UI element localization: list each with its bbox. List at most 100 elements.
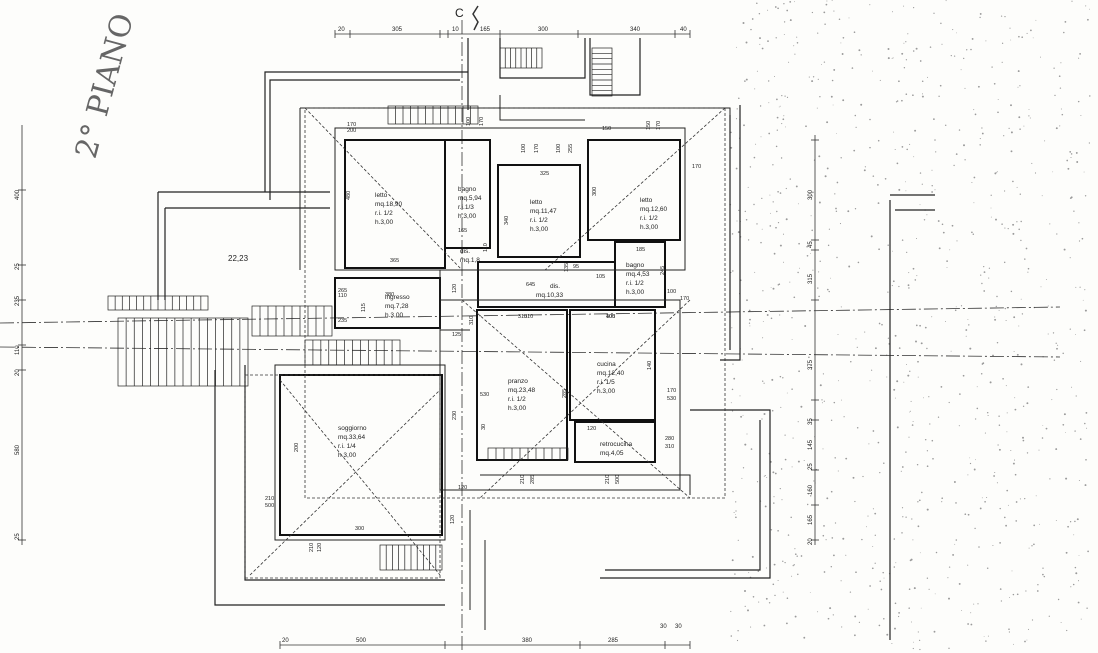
speckle-dot [867,608,869,610]
speckle-dot [750,28,752,31]
speckle-dot [768,102,770,104]
svg-text:mq.33,64: mq.33,64 [338,434,365,441]
speckle-dot [794,1,795,3]
speckle-dot [731,388,734,391]
speckle-dot [1013,316,1016,319]
speckle-dot [1013,459,1016,461]
speckle-dot [750,448,753,450]
speckle-dot [785,622,788,625]
speckle-dot [824,175,827,178]
speckle-dot [734,573,736,575]
speckle-dot [1057,344,1059,346]
speckle-dot [1052,332,1055,334]
speckle-dot [828,228,830,230]
speckle-dot [789,281,791,283]
speckle-dot [903,42,905,44]
speckle-dot [762,337,764,339]
speckle-dot [737,539,739,541]
speckle-dot [841,399,842,401]
speckle-dot [896,162,899,165]
speckle-dot [1006,489,1009,492]
speckle-dot [752,596,755,598]
speckle-dot [998,415,1000,417]
inner-dim-label: 265 [338,288,347,294]
speckle-dot [869,4,871,6]
speckle-dot [761,47,764,50]
speckle-dot [916,463,919,466]
speckle-dot [737,231,740,234]
speckle-dot [826,497,829,500]
speckle-dot [773,75,776,78]
inner-dim-label: 105 [596,274,605,280]
speckle-dot [1069,197,1072,199]
speckle-dot [967,564,969,566]
svg-text:r.i. 1/2: r.i. 1/2 [530,217,548,224]
speckle-dot [881,323,883,326]
speckle-dot [891,250,893,252]
speckle-dot [998,309,1000,311]
dim-left-3: 235 [15,295,21,306]
inner-dim-label: 280 [665,436,674,442]
inner-dim-label: 140 [647,361,653,370]
speckle-dot [901,146,904,148]
speckle-dot [849,591,852,593]
speckle-dot [924,326,927,329]
speckle-dot [872,430,875,432]
speckle-dot [749,318,751,321]
speckle-dot [1055,448,1058,451]
speckle-dot [905,41,907,43]
speckle-dot [972,233,975,236]
speckle-dot [1081,237,1084,240]
speckle-dot [955,539,958,541]
speckle-dot [766,477,768,479]
speckle-dot [935,551,938,554]
speckle-dot [872,508,874,510]
speckle-dot [771,409,774,412]
speckle-dot [984,432,986,434]
speckle-dot [912,539,914,541]
speckle-dot [887,337,890,339]
speckle-dot [748,572,750,574]
speckle-dot [997,444,999,446]
speckle-dot [937,220,940,222]
speckle-dot [1060,108,1062,110]
speckle-dot [839,223,842,225]
speckle-dot [1069,328,1071,330]
speckle-dot [996,295,998,298]
speckle-dot [905,181,907,183]
speckle-dot [874,562,876,564]
speckle-dot [987,414,989,417]
speckle-dot [955,306,957,308]
speckle-dot [827,244,830,247]
speckle-dot [1079,53,1081,55]
speckle-dot [887,48,890,50]
speckle-dot [894,334,897,337]
speckle-dot [1014,473,1017,476]
speckle-dot [878,624,881,627]
speckle-dot [923,397,925,399]
speckle-dot [901,239,904,241]
svg-text:r.i.1/3: r.i.1/3 [458,204,474,211]
speckle-dot [1078,555,1080,556]
speckle-dot [913,7,915,9]
speckle-dot [921,491,923,494]
inner-dim-label: 210 [520,475,526,484]
speckle-dot [971,231,973,234]
speckle-dot [1040,56,1041,58]
speckle-dot [761,197,763,200]
speckle-dot [845,554,847,556]
speckle-dot [1078,57,1080,59]
speckle-dot [1056,388,1058,391]
speckle-dot [1083,171,1085,173]
speckle-dot [983,636,985,637]
terrace-area: 22,23 [228,254,249,263]
speckle-dot [848,17,850,19]
svg-text:h.3,00: h.3,00 [597,388,615,395]
speckle-dot [1004,15,1006,18]
svg-text:retrocucina: retrocucina [600,441,633,448]
speckle-dot [772,471,775,474]
speckle-dot [997,111,999,114]
speckle-dot [735,167,738,170]
room-label-dis-2: dis. mq.10,33 [536,283,563,299]
speckle-dot [954,309,957,312]
